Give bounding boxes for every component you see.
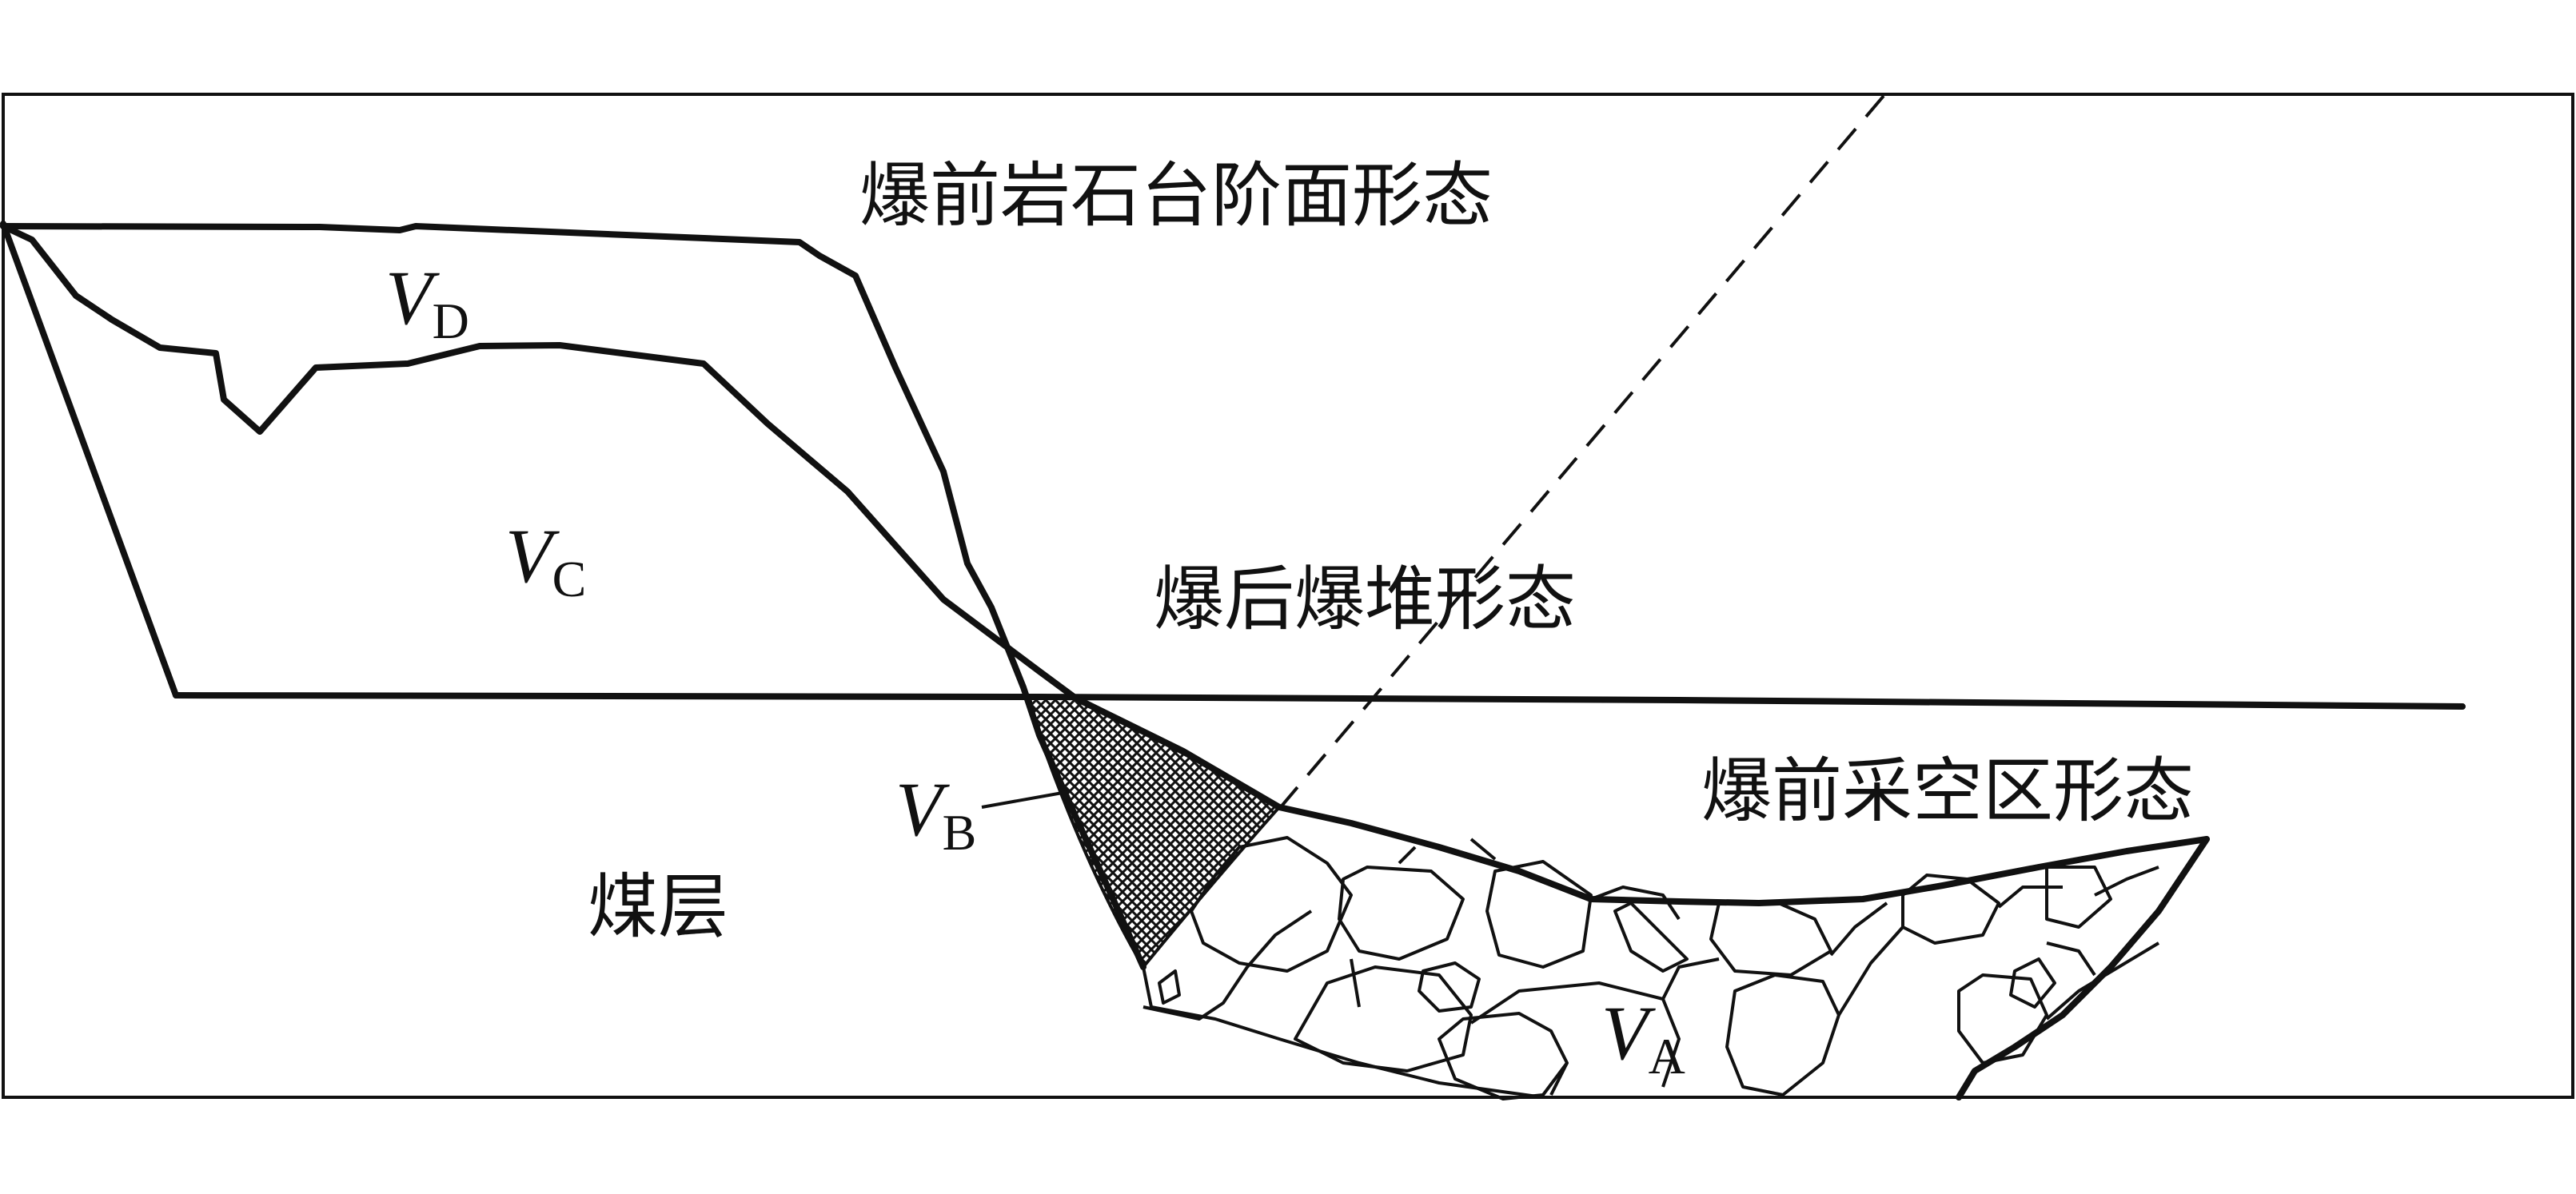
goaf-outline-bottom	[1142, 966, 1544, 1099]
label-pre-blast-goaf: 爆前采空区形态	[1701, 750, 2194, 832]
dashed-guide-line	[1278, 94, 1885, 810]
goaf-outline-right	[1956, 836, 2210, 1100]
goaf-outline-top	[1276, 804, 2210, 906]
vb-leader-line	[981, 790, 1072, 809]
frame-border	[2, 93, 2574, 1099]
left-slope-line	[0, 221, 179, 698]
coal-seam-roof-line	[173, 692, 2466, 710]
label-pre-blast-bench: 爆前岩石台阶面形态	[859, 154, 1493, 237]
label-va: VA	[1601, 990, 1685, 1085]
label-coal-seam: 煤层	[588, 866, 728, 948]
label-vd: VD	[385, 255, 469, 349]
pre-blast-bench-surface	[0, 223, 1146, 970]
label-vb: VB	[895, 766, 976, 861]
rock-fragments	[1142, 836, 2160, 1100]
label-vc: VC	[505, 513, 586, 607]
post-blast-pile-surface	[0, 223, 1282, 810]
label-post-blast-pile: 爆后爆堆形态	[1154, 558, 1576, 640]
